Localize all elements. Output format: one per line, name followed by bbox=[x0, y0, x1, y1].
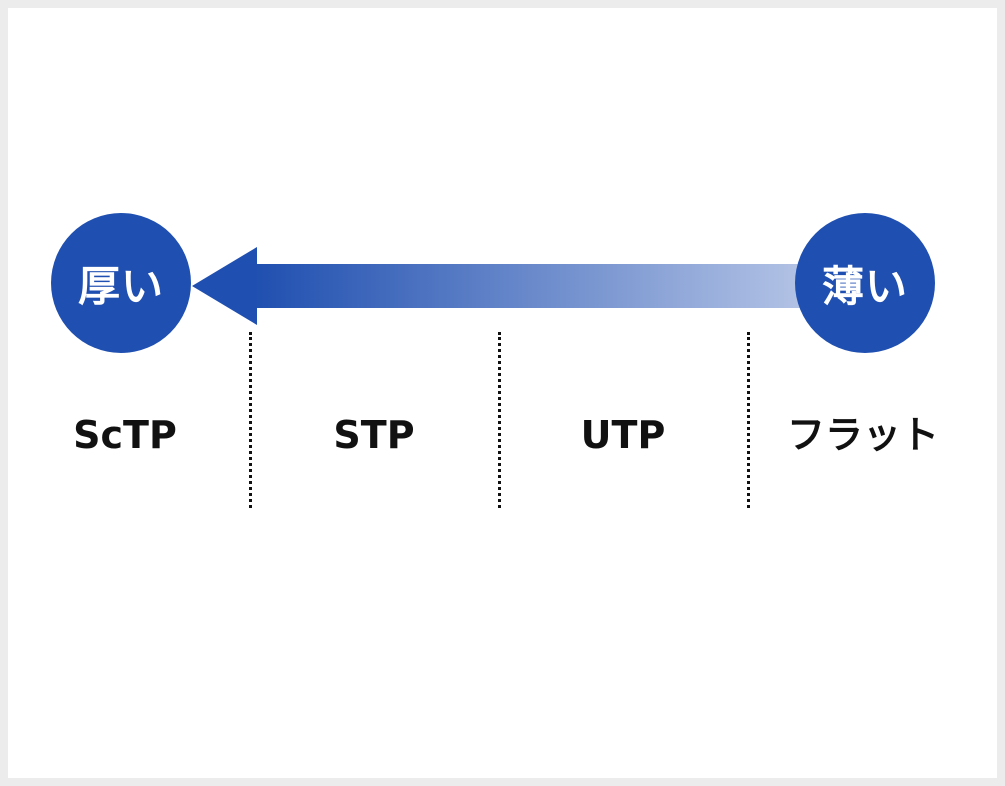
category-label-sctp: ScTP bbox=[73, 413, 177, 457]
diagram-canvas bbox=[8, 8, 997, 778]
thin-endpoint-circle: 薄い bbox=[795, 213, 935, 353]
category-label-utp: UTP bbox=[580, 413, 666, 457]
thin-endpoint-label: 薄い bbox=[821, 261, 908, 311]
arrow-head bbox=[192, 247, 257, 325]
divider-3 bbox=[747, 332, 750, 508]
arrow-shaft bbox=[255, 264, 805, 308]
category-label-stp: STP bbox=[333, 413, 415, 457]
thick-endpoint-circle: 厚い bbox=[51, 213, 191, 353]
thick-endpoint-label: 厚い bbox=[77, 261, 164, 311]
divider-1 bbox=[249, 332, 252, 508]
category-label-flat: フラット bbox=[786, 413, 939, 457]
divider-2 bbox=[498, 332, 501, 508]
